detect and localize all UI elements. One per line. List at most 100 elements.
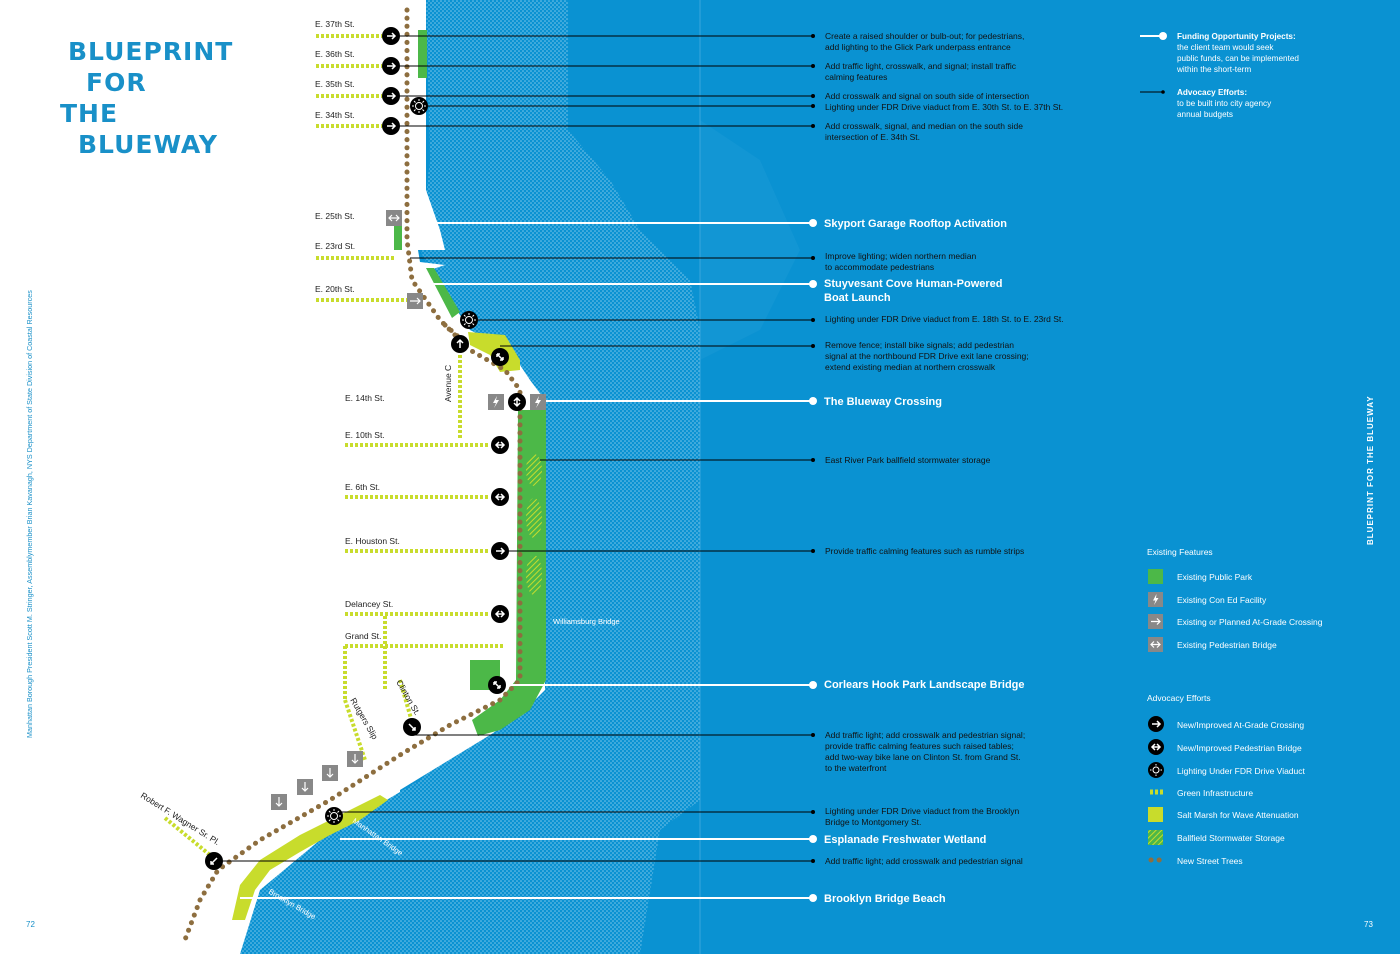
advocacy-key-text: to be built into city agency <box>1177 99 1272 108</box>
note-text: Add crosswalk, signal, and median on the… <box>825 121 1023 131</box>
title-line-1: BLUEPRINT <box>68 37 233 66</box>
street-label: E. 36th St. <box>315 49 355 59</box>
lighting-icon <box>325 807 343 825</box>
east-river-park <box>472 410 546 736</box>
note-text: Lighting under FDR Drive viaduct from E.… <box>825 102 1063 112</box>
leader-lines <box>214 35 812 862</box>
legend-item: Existing Public Park <box>1177 572 1253 582</box>
lighting-icon <box>410 97 428 115</box>
note-text: East River Park ballfield stormwater sto… <box>825 455 991 465</box>
existing-crossing-icon <box>271 794 287 810</box>
legend-item: Existing or Planned At-Grade Crossing <box>1177 617 1323 627</box>
street-label: E. 10th St. <box>345 430 385 440</box>
note-text: Improve lighting; widen northern median <box>825 251 976 261</box>
note-text: signal at the northbound FDR Drive exit … <box>825 351 1029 361</box>
park-25th <box>394 222 402 250</box>
legend-park-swatch <box>1148 569 1163 584</box>
legend-ped-bridge-circle-icon <box>1148 739 1164 755</box>
crossing-icons <box>205 27 526 870</box>
street-label: E. 14th St. <box>345 393 385 403</box>
crossing-icon <box>382 117 400 135</box>
legend-item: Existing Pedestrian Bridge <box>1177 640 1277 650</box>
existing-crossing-icon <box>297 779 313 795</box>
credit-text: Manhattan Borough President Scott M. Str… <box>25 290 34 738</box>
legend-item: Lighting Under FDR Drive Viaduct <box>1177 766 1306 776</box>
note-text: provide traffic calming features such ra… <box>825 741 1014 751</box>
note-text: Provide traffic calming features such as… <box>825 546 1024 556</box>
crossing-icon <box>382 27 400 45</box>
legend-con-ed-icon <box>1148 592 1163 607</box>
note-text: Add traffic light, crosswalk, and signal… <box>825 61 1017 71</box>
advocacy-key-text: annual budgets <box>1177 110 1233 119</box>
funding-text: the client team would seek <box>1177 43 1274 52</box>
funding-text: within the short-term <box>1176 65 1251 74</box>
glick-park <box>418 30 427 78</box>
street-label: E. Houston St. <box>345 536 400 546</box>
note-text: Add crosswalk and signal on south side o… <box>825 91 1029 101</box>
note-text: calming features <box>825 72 887 82</box>
project-lines <box>240 222 812 899</box>
existing-crossing-icon <box>347 751 363 767</box>
title-line-3: THE <box>60 99 118 128</box>
legend-salt-marsh-swatch <box>1148 807 1163 822</box>
existing-ped-bridge-icon <box>386 210 402 226</box>
existing-crossing-icon <box>322 765 338 781</box>
note-text: Bridge to Montgomery St. <box>825 817 921 827</box>
street-label: E. 34th St. <box>315 110 355 120</box>
title-line-2: FOR <box>86 68 147 97</box>
note-text: Lighting under FDR Drive viaduct from th… <box>825 806 1019 816</box>
note-text: Remove fence; install bike signals; add … <box>825 340 1014 350</box>
legend-item: Green Infrastructure <box>1177 788 1253 798</box>
legend-item: Salt Marsh for Wave Attenuation <box>1177 810 1299 820</box>
project-label: Corlears Hook Park Landscape Bridge <box>824 679 1025 691</box>
street-label: E. 25th St. <box>315 211 355 221</box>
project-label: Esplanade Freshwater Wetland <box>824 834 986 846</box>
crossing-icon <box>205 852 223 870</box>
existing-icons <box>271 210 546 810</box>
project-dots <box>809 219 817 902</box>
legend-existing-title: Existing Features <box>1147 547 1213 557</box>
salt-marsh-brooklyn-bridge <box>232 795 388 920</box>
legend-lighting-icon <box>1148 762 1164 778</box>
ped-bridge-icon <box>491 488 509 506</box>
legend-item: Ballfield Stormwater Storage <box>1177 833 1285 843</box>
project-label: Stuyvesant Cove Human-Powered <box>824 278 1003 290</box>
note-text: Create a raised shoulder or bulb-out; fo… <box>825 31 1024 41</box>
note-text: Lighting under FDR Drive viaduct from E.… <box>825 314 1064 324</box>
top-key: Funding Opportunity Projects: the client… <box>1140 32 1299 119</box>
legend-item: New Street Trees <box>1177 856 1243 866</box>
street-label: E. 23rd St. <box>315 241 355 251</box>
crossing-icon <box>382 87 400 105</box>
legend-item: Existing Con Ed Facility <box>1177 595 1267 605</box>
ped-bridge-icon <box>488 676 506 694</box>
project-label: Boat Launch <box>824 292 891 304</box>
note-text: Add traffic light; add crosswalk and ped… <box>825 730 1025 740</box>
ballfield-2 <box>526 498 542 538</box>
note-text: add lighting to the Glick Park underpass… <box>825 42 1011 52</box>
crossing-icon <box>451 335 469 353</box>
ped-bridge-icon <box>491 348 509 366</box>
note-text: Add traffic light; add crosswalk and ped… <box>825 856 1023 866</box>
project-labels: Skyport Garage Rooftop Activation Stuyve… <box>824 218 1025 905</box>
note-text: add two-way bike lane on Clinton St. fro… <box>825 752 1021 762</box>
project-label: The Blueway Crossing <box>824 396 942 408</box>
legend-item: New/Improved Pedestrian Bridge <box>1177 743 1302 753</box>
street-trees <box>180 7 523 948</box>
street-label: E. 20th St. <box>315 284 355 294</box>
legend-ped-bridge-icon <box>1148 637 1163 652</box>
street-label: Grand St. <box>345 631 381 641</box>
street-label: E. 37th St. <box>315 19 355 29</box>
title-line-4: BLUEWAY <box>78 130 218 159</box>
advocacy-key-title: Advocacy Efforts: <box>1177 88 1247 97</box>
crossing-icon <box>491 542 509 560</box>
con-ed-icon <box>530 394 546 410</box>
legend: Existing Features Existing Public Park E… <box>1147 547 1323 866</box>
street-label: Delancey St. <box>345 599 393 609</box>
project-label: Brooklyn Bridge Beach <box>824 893 946 905</box>
ballfield-3 <box>526 555 542 595</box>
crossing-icon <box>382 57 400 75</box>
bridge-label: Williamsburg Bridge <box>553 617 620 626</box>
ballfield-1 <box>526 454 542 486</box>
